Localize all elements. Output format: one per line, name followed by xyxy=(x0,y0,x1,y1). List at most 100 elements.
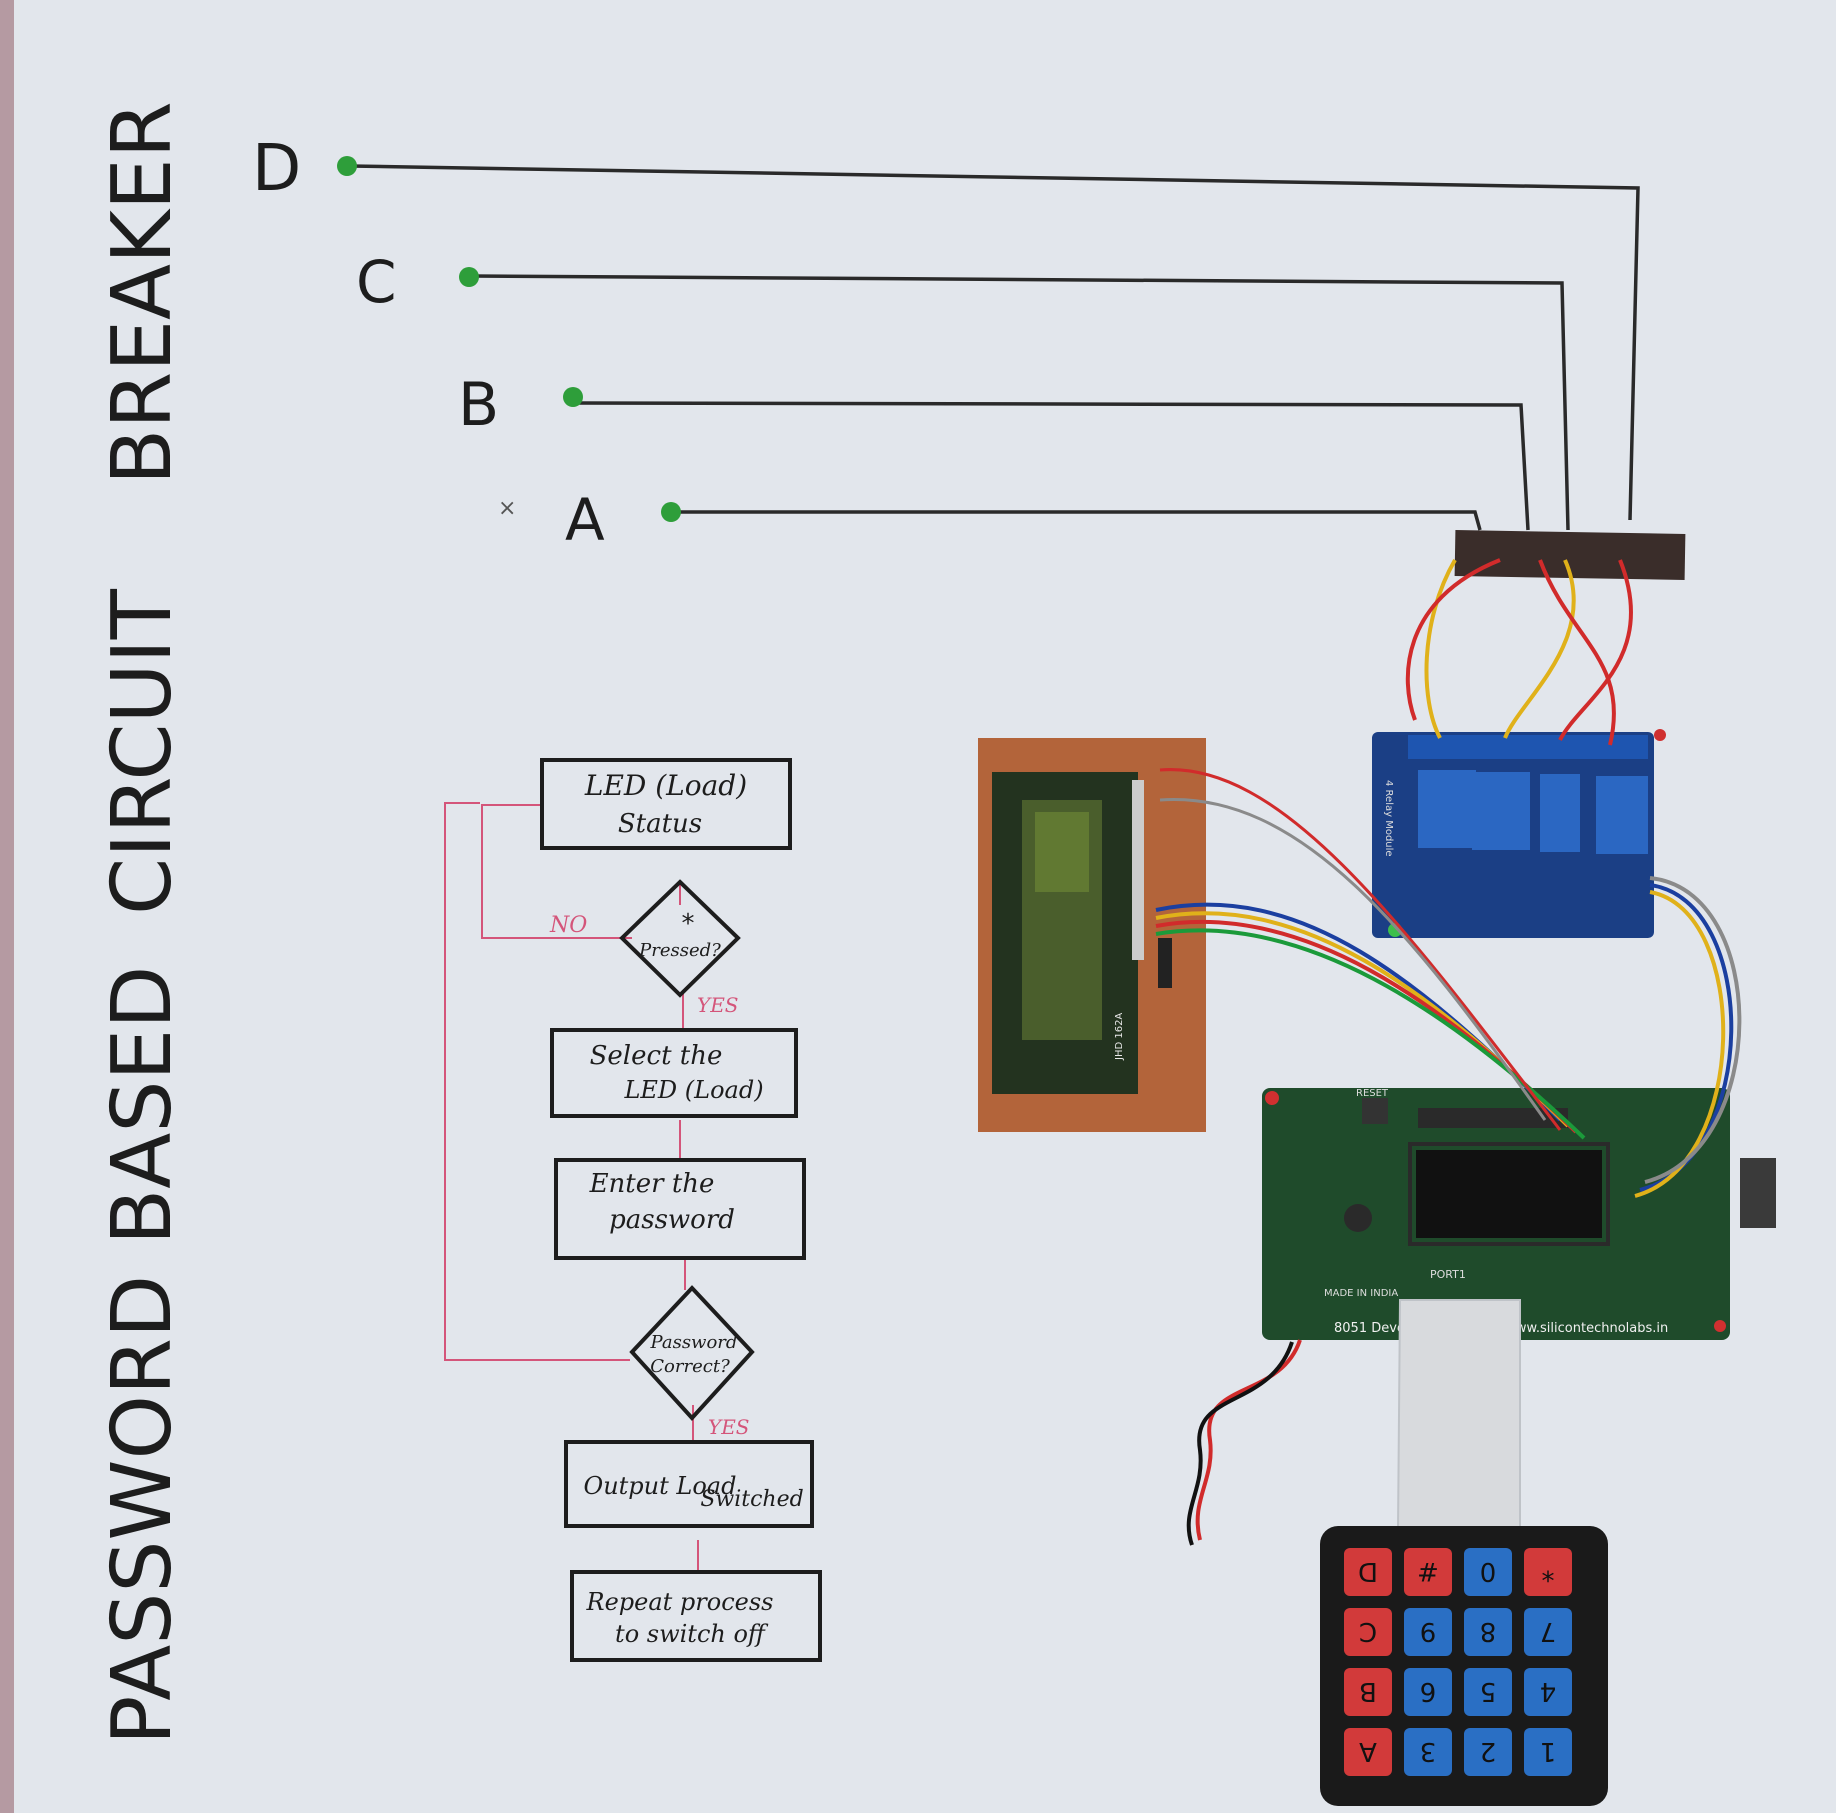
keypad-key-label: 3 xyxy=(1420,1736,1437,1766)
keypad-key-label: 0 xyxy=(1480,1556,1497,1586)
title-word-circuit: CIRCUIT xyxy=(95,588,190,915)
dev-board-ic xyxy=(1416,1150,1602,1238)
keypad-key-label: C xyxy=(1359,1616,1377,1646)
keypad-key-*[interactable] xyxy=(1524,1548,1572,1596)
keypad-key-label: 9 xyxy=(1420,1616,1437,1646)
keypad-key-C[interactable] xyxy=(1344,1608,1392,1656)
dev-board-8051: RESET MADE IN INDIA PORT1 8051 Developme… xyxy=(1262,1088,1776,1340)
dev-board-power-led xyxy=(1265,1091,1279,1105)
flow-box-led-status xyxy=(540,758,792,850)
keypad-key-label: 2 xyxy=(1480,1736,1497,1766)
dev-board-reset-switch xyxy=(1362,1098,1388,1124)
flow-box-select-led-line1: Select the xyxy=(590,1041,723,1071)
wire-b xyxy=(572,401,1530,531)
dev-board-db9-connector xyxy=(1740,1158,1776,1228)
stray-mark: × xyxy=(498,496,516,521)
title-word-password: PASSWORD xyxy=(95,1275,190,1745)
flow-box-output-load xyxy=(564,1440,814,1528)
keypad-ribbon xyxy=(1396,1299,1521,1531)
keypad-key-label: 1 xyxy=(1540,1736,1557,1766)
led-label-a: A xyxy=(565,486,605,554)
flow-box-enter-password-line2: password xyxy=(609,1205,735,1235)
flow-box-repeat xyxy=(570,1570,822,1662)
label-yes-1: YES xyxy=(697,993,739,1017)
flow-box-select-led-line2: LED (Load) xyxy=(623,1076,763,1104)
keypad-key-label: D xyxy=(1358,1556,1378,1586)
wire-c xyxy=(471,274,1570,531)
jumper-red xyxy=(1405,558,1501,721)
flow-box-output-load-line1: Output Load xyxy=(584,1472,737,1500)
dev-board-capacitor xyxy=(1344,1204,1372,1232)
wire-relay-to-board-3 xyxy=(1644,876,1742,1184)
vertical-title: PASSWORD BASED CIRCUIT BREAKER xyxy=(95,101,190,1745)
flow-decision-line1: Password xyxy=(650,1332,738,1353)
flow-loop-lines xyxy=(444,802,699,1570)
relay-side-label: 4 Relay Module xyxy=(1383,780,1394,857)
wire-d xyxy=(349,164,1640,521)
keypad-key-label: B xyxy=(1359,1676,1377,1706)
lcd-model-label: JHD 162A xyxy=(1114,1013,1125,1061)
led-c xyxy=(459,267,479,287)
keypad-key-9[interactable] xyxy=(1404,1608,1452,1656)
keypad-key-3[interactable] xyxy=(1404,1728,1452,1776)
led-label-c: C xyxy=(356,248,397,316)
flow-decision-pressed-text: Pressed? xyxy=(638,940,721,961)
flow-decision-pressed xyxy=(619,879,741,998)
dev-board-power-led-2 xyxy=(1714,1320,1726,1332)
keypad-key-label: * xyxy=(1542,1556,1555,1586)
flow-decision-password-correct xyxy=(629,1285,755,1421)
keypad-key-5[interactable] xyxy=(1464,1668,1512,1716)
keypad-ribbon-cable xyxy=(1396,1299,1521,1531)
keypad-key-label: 5 xyxy=(1480,1676,1497,1706)
flow-box-enter-password xyxy=(554,1158,806,1260)
led-label-b: B xyxy=(458,370,499,440)
dev-board-reset-label: RESET xyxy=(1356,1088,1389,1099)
keypad-key-6[interactable] xyxy=(1404,1668,1452,1716)
relay-2 xyxy=(1472,772,1530,850)
title-word-based: BASED xyxy=(95,966,190,1245)
relay-4 xyxy=(1596,776,1648,854)
keypad-key-1[interactable] xyxy=(1524,1728,1572,1776)
jumper-red-2 xyxy=(1558,559,1634,741)
led-label-d: D xyxy=(252,132,301,206)
dev-board-header xyxy=(1418,1108,1568,1128)
flow-decision-line2: Correct? xyxy=(650,1356,730,1377)
lcd-pin-strip xyxy=(1132,780,1144,960)
led-labels: D C B × A xyxy=(252,132,681,554)
keypad-key-B[interactable] xyxy=(1344,1668,1392,1716)
led-b xyxy=(563,387,583,407)
led-array xyxy=(349,164,1640,531)
wire-lcd-red xyxy=(1159,768,1562,1131)
dev-board-port-label: PORT1 xyxy=(1430,1268,1466,1281)
flow-decision-pressed-symbol: * xyxy=(682,909,695,939)
keypad-key-D[interactable] xyxy=(1344,1548,1392,1596)
keypad-key-0[interactable] xyxy=(1464,1548,1512,1596)
wire-a xyxy=(672,510,1482,531)
flow-box-led-status-line1: LED (Load) xyxy=(584,769,747,802)
keypad-key-7[interactable] xyxy=(1524,1608,1572,1656)
keypad-key-label: 8 xyxy=(1480,1616,1497,1646)
flow-box-repeat-line2: to switch off xyxy=(615,1620,769,1648)
relay-module: 4 Relay Module xyxy=(1372,729,1666,938)
lcd-module: JHD 162A xyxy=(978,738,1206,1132)
wire-lcd-grey xyxy=(1159,798,1547,1121)
keypad-key-label: 7 xyxy=(1540,1616,1557,1646)
jumper-red-3 xyxy=(1538,559,1616,746)
keypad-key-label: 4 xyxy=(1540,1676,1557,1706)
keypad-key-label: A xyxy=(1359,1736,1377,1766)
relay-power-led xyxy=(1654,729,1666,741)
relay-3 xyxy=(1540,774,1580,852)
keypad-key-4[interactable] xyxy=(1524,1668,1572,1716)
poster-left-shadow xyxy=(0,0,14,1813)
keypad-key-2[interactable] xyxy=(1464,1728,1512,1776)
power-wire-black xyxy=(1186,1341,1294,1546)
keypad-key-8[interactable] xyxy=(1464,1608,1512,1656)
flow-box-enter-password-line1: Enter the xyxy=(589,1169,715,1199)
led-a xyxy=(661,502,681,522)
label-no: NO xyxy=(549,913,587,938)
keypad-key-A[interactable] xyxy=(1344,1728,1392,1776)
keypad-key-#[interactable] xyxy=(1404,1548,1452,1596)
flow-box-output-load-line2: Switched xyxy=(700,1487,803,1512)
